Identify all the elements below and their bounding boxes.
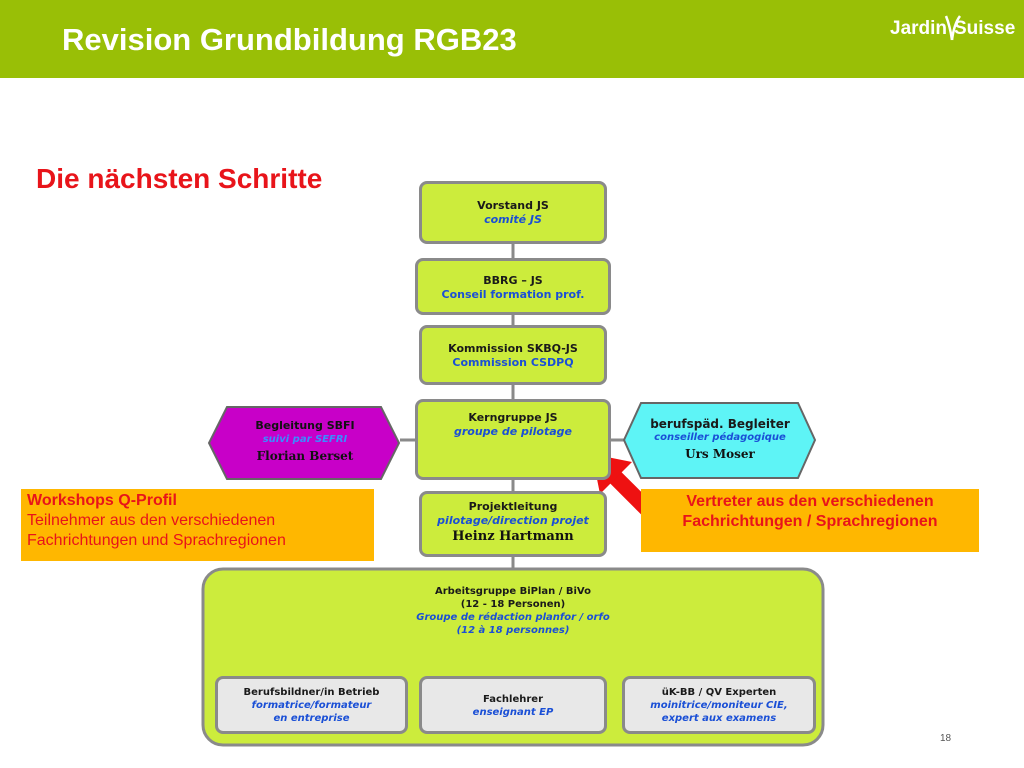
bbrg-subtitle: Conseil formation prof. xyxy=(441,288,585,301)
fachlehrer-title: Fachlehrer xyxy=(482,694,543,705)
kerngruppe-box: Kerngruppe JS groupe de pilotage xyxy=(415,399,611,480)
vorstand-subtitle: comité JS xyxy=(484,213,542,226)
projektleitung-box: Projektleitung pilotage/direction projet… xyxy=(419,491,607,557)
arbeitsgruppe-title: Arbeitsgruppe BiPlan / BiVo xyxy=(435,586,591,597)
arbeitsgruppe-count: (12 - 18 Personen) xyxy=(460,599,566,610)
logo-text-left: Jardin xyxy=(890,18,948,39)
arbeitsgruppe-subtitle: Groupe de rédaction planfor / orfo xyxy=(416,612,610,623)
vorstand-title: Vorstand JS xyxy=(477,199,549,212)
workshops-title: Workshops Q-Profil xyxy=(27,492,177,509)
logo-text-right: Suisse xyxy=(954,18,1016,39)
arbeitsgruppe-count-fr: (12 à 18 personnes) xyxy=(456,625,570,636)
workshops-callout: Workshops Q-Profil Teilnehmer aus den ve… xyxy=(21,489,374,561)
logo-swoosh-icon xyxy=(944,15,962,41)
begleitung-person: Florian Berset xyxy=(256,449,354,463)
begleitung-title: Begleitung SBFI xyxy=(255,419,355,432)
arbeitsgruppe-text: Arbeitsgruppe BiPlan / BiVo (12 - 18 Per… xyxy=(393,585,633,637)
projektleitung-title: Projektleitung xyxy=(468,500,558,513)
begleitung-subtitle: suivi par SEFRI xyxy=(262,434,348,445)
experten-subtitle-2: expert aux examens xyxy=(661,713,777,724)
berufspaed-subtitle: conseiller pédagogique xyxy=(654,432,786,443)
berufspaed-hexagon xyxy=(622,402,817,479)
header-bar: Revision Grundbildung RGB23 Jardin Suiss… xyxy=(0,0,1024,78)
sub-box-experten: üK-BB / QV Experten moinitrice/moniteur … xyxy=(622,676,816,734)
berufsbildner-subtitle-2: en entreprise xyxy=(273,713,350,724)
kommission-title: Kommission SKBQ-JS xyxy=(448,342,578,355)
vertreter-line2: Fachrichtungen / Sprachregionen xyxy=(682,513,938,530)
vertreter-line1: Vertreter aus den verschiedenen xyxy=(686,493,934,510)
berufsbildner-title: Berufsbildner/in Betrieb xyxy=(243,687,380,698)
projektleitung-person: Heinz Hartmann xyxy=(452,529,574,544)
experten-subtitle: moinitrice/moniteur CIE, xyxy=(650,700,788,711)
section-heading: Die nächsten Schritte xyxy=(36,163,323,194)
vertreter-callout: Vertreter aus den verschiedenen Fachrich… xyxy=(641,489,979,552)
page-number: 18 xyxy=(940,733,952,744)
kommission-box: Kommission SKBQ-JS Commission CSDPQ xyxy=(419,325,607,385)
berufspaed-title: berufspäd. Begleiter xyxy=(650,417,790,431)
experten-title: üK-BB / QV Experten xyxy=(661,687,777,698)
begleitung-sbfi-hexagon xyxy=(207,406,401,480)
kerngruppe-subtitle: groupe de pilotage xyxy=(453,425,572,438)
berufsbildner-subtitle: formatrice/formateur xyxy=(251,700,372,711)
kerngruppe-title: Kerngruppe JS xyxy=(468,411,558,424)
vorstand-box: Vorstand JS comité JS xyxy=(419,181,607,244)
kommission-subtitle: Commission CSDPQ xyxy=(452,356,574,369)
berufspaed-person: Urs Moser xyxy=(685,447,755,461)
fachlehrer-subtitle: enseignant EP xyxy=(472,707,554,718)
bbrg-box: BBRG – JS Conseil formation prof. xyxy=(415,258,611,315)
workshops-line1: Teilnehmer aus den verschiedenen xyxy=(27,512,276,529)
bbrg-title: BBRG – JS xyxy=(483,274,543,287)
sub-box-berufsbildner: Berufsbildner/in Betrieb formatrice/form… xyxy=(215,676,408,734)
sub-box-fachlehrer: Fachlehrer enseignant EP xyxy=(419,676,607,734)
berufspaed-text: berufspäd. Begleiter conseiller pédagogi… xyxy=(640,417,800,463)
workshops-line2: Fachrichtungen und Sprachregionen xyxy=(27,532,286,549)
jardinsuisse-logo: Jardin Suisse xyxy=(890,12,1015,46)
begleitung-sbfi-text: Begleitung SBFI suivi par SEFRI Florian … xyxy=(230,419,380,465)
page-title: Revision Grundbildung RGB23 xyxy=(62,22,517,57)
projektleitung-subtitle: pilotage/direction projet xyxy=(437,514,589,527)
